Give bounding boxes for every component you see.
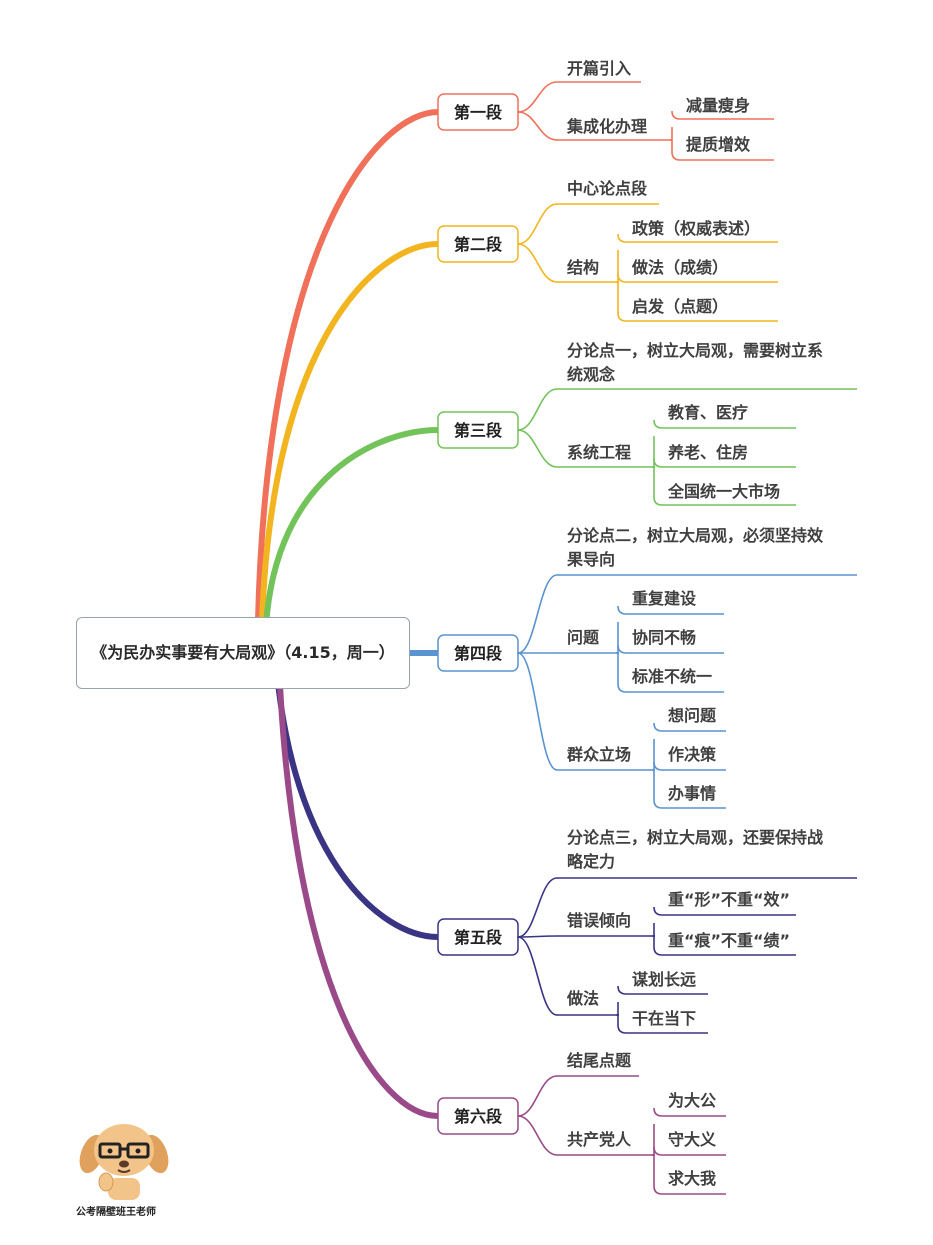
section-label: 第五段 — [454, 928, 503, 947]
branch-line — [259, 241, 441, 626]
subtopic-label[interactable]: 协同不畅 — [632, 628, 696, 647]
subtopic-underline — [617, 985, 708, 995]
subtopic-underline — [617, 233, 778, 243]
topic-label[interactable]: 果导向 — [566, 550, 615, 569]
subtopic-underline — [653, 458, 796, 468]
topic-label[interactable]: 开篇引入 — [567, 59, 631, 78]
section-4: 第四段分论点二，树立大局观，必须坚持效果导向问题重复建设协同不畅标准不统一群众立… — [437, 526, 857, 809]
topic-label[interactable]: 群众立场 — [567, 745, 631, 764]
branch-line — [255, 109, 441, 623]
root-topic[interactable]: 《为民办实事要有大局观》（4.15，周一） — [76, 617, 410, 689]
subtopic-underline — [653, 722, 726, 732]
section-label: 第四段 — [454, 644, 503, 663]
topic-label[interactable]: 略定力 — [567, 852, 615, 871]
section-label: 第六段 — [454, 1107, 503, 1126]
topic-label[interactable]: 分论点一，树立大局观，需要树立系 — [567, 341, 823, 360]
subtopic-underline — [617, 1024, 708, 1034]
subtopic-label[interactable]: 重“形”不重“效” — [668, 890, 790, 909]
subtopic-underline — [653, 496, 796, 506]
topic-label[interactable]: 中心论点段 — [567, 179, 648, 198]
subtopic-label[interactable]: 守大义 — [668, 1130, 716, 1149]
topic-label[interactable]: 集成化办理 — [566, 117, 647, 136]
main-branches — [255, 109, 441, 1119]
subtopic-underline — [617, 605, 724, 615]
section-5: 第五段分论点三，树立大局观，还要保持战略定力错误倾向重“形”不重“效”重“痕”不… — [437, 828, 857, 1034]
author-credit: 公考隔壁班王老师 — [76, 1207, 156, 1218]
subtopic-underline — [653, 1185, 726, 1195]
branch-line — [275, 632, 441, 1119]
subtopic-label[interactable]: 标准不统一 — [631, 667, 712, 686]
topic-label[interactable]: 统观念 — [567, 365, 616, 384]
section-3: 第三段分论点一，树立大局观，需要树立系统观念系统工程教育、医疗养老、住房全国统一… — [437, 341, 857, 506]
subtopic-label[interactable]: 重复建设 — [632, 589, 697, 608]
subtopic-label[interactable]: 作决策 — [668, 745, 717, 764]
topic-label[interactable]: 分论点三，树立大局观，还要保持战 — [567, 828, 823, 847]
topic-label[interactable]: 分论点二，树立大局观，必须坚持效 — [567, 526, 823, 545]
subtopic-label[interactable]: 求大我 — [668, 1169, 716, 1188]
topic-item: 结构 政策（权威表述） 做法（成绩） 启发（点题） — [517, 219, 778, 322]
topic-label[interactable]: 问题 — [567, 628, 600, 647]
subtopic-underline — [671, 110, 774, 120]
topic-label[interactable]: 结构 — [566, 258, 599, 277]
section-label: 第一段 — [454, 103, 503, 122]
subtopic-underline — [653, 1107, 726, 1117]
subtopic-label[interactable]: 减量瘦身 — [686, 96, 750, 115]
subtopic-label[interactable]: 谋划长远 — [632, 970, 696, 989]
subtopic-label[interactable]: 教育、医疗 — [668, 403, 748, 422]
topic-label[interactable]: 结尾点题 — [566, 1051, 632, 1070]
subtopic-underline — [671, 151, 774, 161]
subtopic-label[interactable]: 做法（成绩） — [631, 258, 728, 277]
subtopic-underline — [653, 1146, 726, 1156]
section-label: 第二段 — [454, 235, 503, 254]
subtopic-label[interactable]: 政策（权威表述） — [632, 219, 760, 238]
subtopic-underline — [617, 683, 724, 693]
subtopic-underline — [653, 906, 796, 916]
topic-item: 错误倾向 重“形”不重“效” 重“痕”不重“绩” — [517, 890, 796, 956]
subtopic-label[interactable]: 干在当下 — [632, 1009, 696, 1028]
subtopic-underline — [617, 644, 724, 654]
subtopic-underline — [653, 419, 796, 429]
topic-item: 开篇引入 — [517, 59, 641, 113]
subtopic-label[interactable]: 重“痕”不重“绩” — [668, 931, 790, 950]
subtopic-underline — [653, 799, 726, 809]
topic-item: 结尾点题 — [517, 1051, 639, 1117]
section-label: 第三段 — [454, 421, 503, 440]
subtopic-label[interactable]: 想问题 — [667, 706, 717, 725]
subtopic-label[interactable]: 提质增效 — [686, 135, 750, 154]
subtopic-label[interactable]: 为大公 — [668, 1091, 716, 1110]
subtopic-label[interactable]: 养老、住房 — [667, 443, 748, 462]
root-title: 《为民办实事要有大局观》（4.15，周一） — [91, 643, 395, 662]
topic-label[interactable]: 系统工程 — [567, 443, 631, 462]
branch-line — [263, 427, 441, 629]
subtopic-label[interactable]: 全国统一大市场 — [667, 482, 780, 501]
subtopic-underline — [653, 761, 726, 771]
subtopic-label[interactable]: 启发（点题） — [632, 297, 728, 316]
topic-label[interactable]: 错误倾向 — [567, 911, 631, 930]
subtopic-underline — [617, 312, 778, 322]
subtopic-label[interactable]: 办事情 — [668, 784, 716, 803]
subtopic-underline — [653, 946, 796, 956]
topic-item: 中心论点段 — [517, 179, 659, 245]
dog-mascot-icon — [79, 1124, 169, 1200]
subtopic-underline — [617, 273, 778, 283]
topic-label[interactable]: 共产党人 — [567, 1130, 632, 1149]
topic-label[interactable]: 做法 — [566, 989, 599, 1008]
